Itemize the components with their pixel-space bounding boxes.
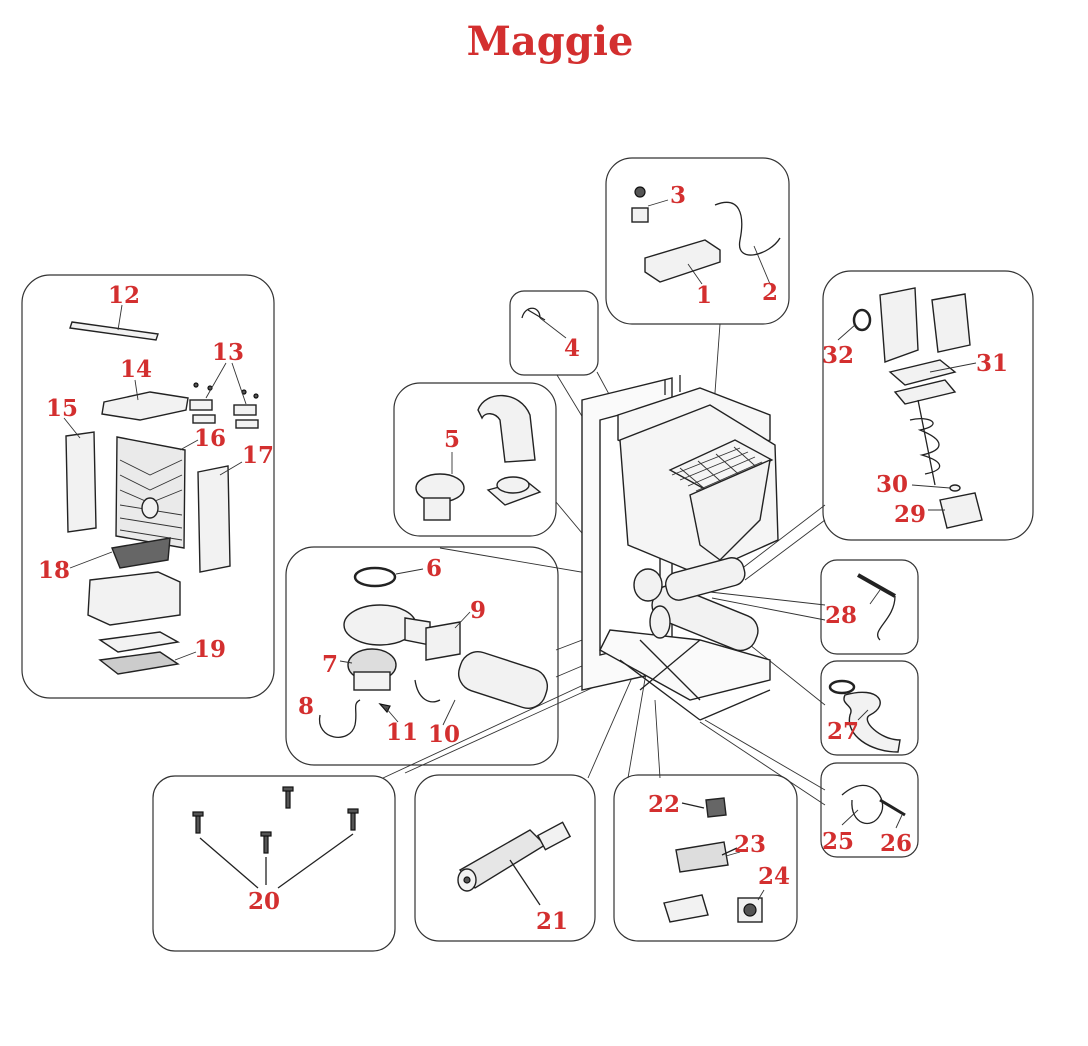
label-22: 22 [648, 791, 680, 818]
diagram-title: Maggie [466, 18, 634, 65]
part-10-tube [458, 651, 548, 709]
part-14-plate [101, 391, 189, 421]
part-25-sensor [841, 784, 884, 824]
part-19-box [87, 571, 181, 626]
part-26-thermocouple [879, 798, 906, 817]
box-part-4 [509, 290, 599, 376]
part-17-panel [197, 465, 231, 573]
label-3: 3 [670, 182, 686, 209]
label-8: 8 [298, 693, 314, 720]
label-23: 23 [734, 831, 766, 858]
exhaust-parts [415, 394, 542, 521]
label-28: 28 [825, 602, 857, 629]
part-32-seal [852, 308, 872, 332]
sensors-parts [841, 784, 906, 824]
label-24: 24 [758, 863, 790, 890]
hopper-interior-parts [65, 321, 259, 675]
part-23-plate [663, 894, 709, 923]
label-25: 25 [822, 828, 854, 855]
label-5: 5 [444, 426, 460, 453]
part-22-fuse [705, 797, 727, 818]
electronics-parts [663, 797, 763, 923]
label-26: 26 [880, 830, 912, 857]
box-auger [822, 270, 1034, 541]
part-23-board [675, 841, 729, 873]
part-labels: 1 2 3 4 5 6 7 8 9 10 11 12 13 14 15 16 1… [38, 182, 1008, 935]
part-29-motor [939, 492, 983, 529]
part-18-burner [111, 537, 171, 569]
part-10-wire [414, 679, 441, 703]
label-6: 6 [426, 555, 442, 582]
label-30: 30 [876, 471, 908, 498]
part-30-auger [909, 399, 941, 486]
part-27-hose [828, 679, 901, 753]
part-1-panel [644, 239, 721, 283]
part-9-gasket [425, 621, 461, 661]
part-3-switch [634, 186, 646, 198]
stove-body [581, 375, 779, 721]
part-8-cable [318, 699, 361, 738]
label-7: 7 [322, 651, 338, 678]
label-32: 32 [822, 342, 854, 369]
label-4: 4 [564, 335, 580, 362]
label-2: 2 [762, 279, 778, 306]
box-screws [152, 775, 396, 952]
part-15-panel [65, 431, 97, 533]
box-part-28 [820, 559, 919, 655]
label-17: 17 [242, 442, 274, 469]
label-19: 19 [194, 636, 226, 663]
callout-lines [63, 199, 977, 901]
part-4-clip [521, 307, 546, 321]
label-1: 1 [696, 282, 712, 309]
label-15: 15 [46, 395, 78, 422]
label-18: 18 [38, 557, 70, 584]
label-12: 12 [108, 282, 140, 309]
part-12-bar [69, 321, 159, 341]
part-13-gaskets [189, 382, 259, 429]
label-16: 16 [194, 425, 226, 452]
label-13: 13 [212, 339, 244, 366]
box-controls [605, 157, 790, 325]
label-10: 10 [428, 721, 460, 748]
box-sensors [820, 762, 919, 858]
part-2-cable [714, 201, 781, 256]
controls-parts [631, 186, 781, 283]
part-19-gasket [98, 631, 181, 653]
part-31-body [879, 287, 919, 363]
label-31: 31 [976, 350, 1008, 377]
screw-parts [192, 786, 359, 889]
igniter-parts [457, 821, 572, 906]
part-28-probe [857, 573, 896, 641]
part-31-plate [888, 359, 957, 386]
part-30-bushing [949, 484, 961, 492]
label-11: 11 [386, 719, 418, 746]
part-5-elbow [477, 394, 536, 463]
label-29: 29 [894, 501, 926, 528]
label-20: 20 [248, 888, 280, 915]
auger-parts [852, 287, 983, 529]
part-6-gasket [353, 566, 397, 588]
label-14: 14 [120, 356, 152, 383]
label-21: 21 [536, 908, 568, 935]
label-9: 9 [470, 597, 486, 624]
label-27: 27 [827, 718, 859, 745]
